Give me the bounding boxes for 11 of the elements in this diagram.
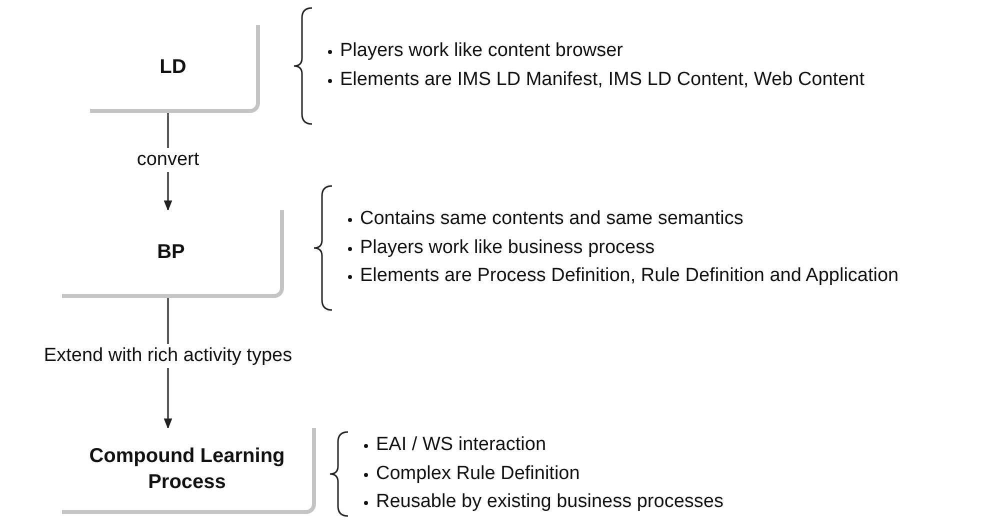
bullet-note: Elements are Process Definition, Rule Definition and Application	[348, 264, 899, 290]
bullet-note: Contains same contents and same semantics	[348, 206, 899, 232]
bullet-note: Players work like content browser	[328, 39, 864, 64]
node-label: BP	[156, 240, 186, 265]
bullet-note: EAI / WS interaction	[364, 432, 724, 458]
bullet-note: Complex Rule Definition	[364, 462, 724, 486]
node-label: LD	[158, 55, 188, 80]
bullet-note: Elements are IMS LD Manifest, IMS LD Content, Web Content	[328, 68, 864, 93]
node-label: Compound Learning Process	[88, 444, 286, 495]
bullet-note: Players work like business process	[348, 236, 899, 260]
bullet-note: Reusable by existing business processes	[364, 490, 724, 516]
